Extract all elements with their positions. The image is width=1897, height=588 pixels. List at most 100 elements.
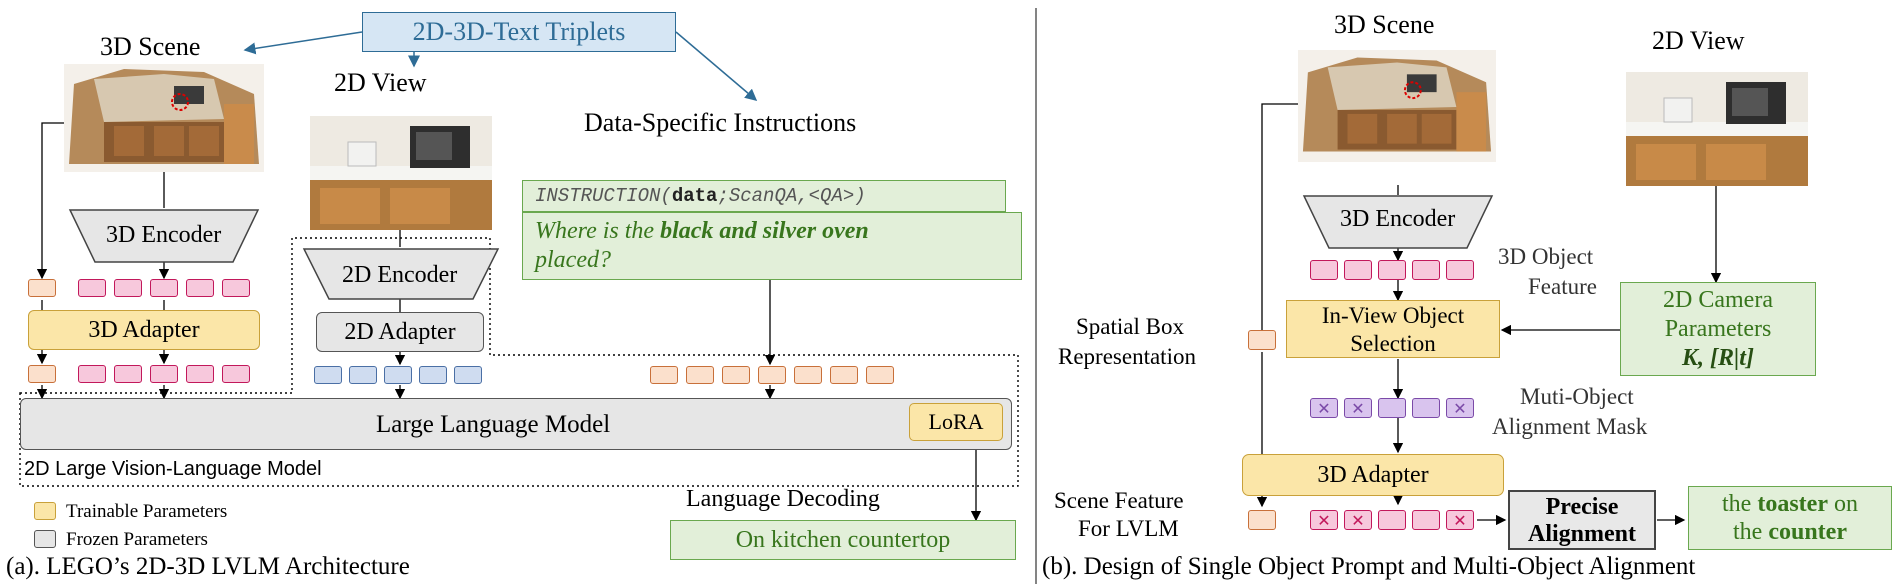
spatial-line2: Representation (1058, 344, 1196, 369)
camera-line2: Parameters (1664, 316, 1772, 342)
feature-token (650, 366, 678, 384)
triplet-to-instructions-arrow (675, 31, 758, 101)
instruction-data: data (671, 185, 718, 207)
question-box: Where is the black and silver oven place… (522, 212, 1022, 280)
triplets-label: 2D-3D-Text Triplets (412, 17, 626, 46)
adapter-3d-left: 3D Adapter (28, 310, 260, 350)
instructions-label: Data-Specific Instructions (584, 108, 857, 137)
feature-token (114, 279, 142, 297)
feature-token: ✕ (1310, 510, 1338, 530)
feature-token: ✕ (1446, 398, 1474, 418)
instruction-header-box: INSTRUCTION(data;ScanQA,<QA>) (522, 180, 1006, 212)
triplet-to-scene-arrow (243, 31, 363, 55)
object-feature-line1: 3D Object (1498, 244, 1594, 269)
caption-right: (b). Design of Single Object Prompt and … (1042, 553, 1696, 580)
selection-box: In-View Object Selection (1286, 300, 1500, 358)
encoder-2d-left (302, 248, 500, 300)
legend-trainable-label: Trainable Parameters (66, 501, 228, 522)
precise-alignment-box: Precise Alignment (1508, 490, 1656, 550)
scene-label-left: 3D Scene (100, 32, 201, 61)
feature-token (314, 366, 342, 384)
feature-token (384, 366, 412, 384)
scene-label-right: 3D Scene (1334, 10, 1435, 39)
feature-token (1378, 510, 1406, 530)
view-image-left (310, 116, 492, 230)
view-label-left: 2D View (334, 68, 427, 97)
feature-token: ✕ (1344, 398, 1372, 418)
feature-token (78, 365, 106, 383)
lvlm-dotted-region (19, 237, 1019, 487)
encoder-3d-right-label: 3D Encoder (1340, 206, 1456, 232)
feature-token (1378, 260, 1406, 280)
lora-label: LoRA (928, 409, 984, 434)
feature-token (186, 365, 214, 383)
feature-token (150, 279, 178, 297)
llm-box: Large Language Model LoRA (20, 398, 1012, 450)
lora-box: LoRA (909, 403, 1003, 441)
feature-token (686, 366, 714, 384)
feature-token (866, 366, 894, 384)
instruction-suffix: ;ScanQA,<QA>) (717, 185, 866, 207)
legend-frozen-swatch (34, 530, 56, 548)
adapter-3d-right: 3D Adapter (1242, 454, 1504, 496)
feature-token (114, 365, 142, 383)
feature-token (830, 366, 858, 384)
legend-frozen-label: Frozen Parameters (66, 529, 208, 550)
feature-token (222, 279, 250, 297)
box-token (28, 365, 56, 383)
feature-token: ✕ (1344, 510, 1372, 530)
question-part2: placed? (535, 247, 611, 273)
answer-label: On kitchen countertop (735, 526, 951, 553)
answer-on: on (1827, 491, 1858, 517)
box-token (1248, 510, 1276, 530)
lvlm-label: 2D Large Vision-Language Model (24, 458, 322, 480)
scene-image-left (64, 64, 264, 172)
feature-token (349, 366, 377, 384)
selection-line2: Selection (1350, 331, 1436, 356)
adapter-3d-left-label: 3D Adapter (88, 316, 200, 343)
feature-token (1412, 260, 1440, 280)
encoder-3d-left (68, 209, 260, 263)
legend-trainable-swatch (34, 502, 56, 520)
feature-token: ✕ (1446, 510, 1474, 530)
feature-token (419, 366, 447, 384)
precise-line2: Alignment (1528, 521, 1636, 547)
box-token (1248, 330, 1276, 350)
adapter-2d-left: 2D Adapter (316, 312, 484, 352)
adapter-3d-right-label: 3D Adapter (1317, 461, 1429, 488)
scene-feature-line1: Scene Feature (1054, 488, 1184, 513)
caption-left: (a). LEGO’s 2D-3D LVLM Architecture (6, 553, 410, 580)
adapter-2d-left-label: 2D Adapter (344, 318, 456, 345)
decoding-label: Language Decoding (686, 486, 880, 512)
feature-token (186, 279, 214, 297)
object-feature-line2: Feature (1528, 274, 1597, 299)
feature-token (1344, 260, 1372, 280)
answer-the-1: the (1722, 491, 1758, 517)
feature-token (758, 366, 786, 384)
feature-token (1378, 398, 1406, 418)
precise-line1: Precise (1545, 494, 1619, 520)
camera-formula: K, [R|t] (1682, 345, 1754, 371)
feature-token: ✕ (1310, 398, 1338, 418)
mask-line1: Muti-Object (1520, 384, 1634, 409)
feature-token (454, 366, 482, 384)
question-bold: black and silver oven (660, 218, 869, 244)
answer-counter: counter (1768, 519, 1847, 545)
feature-token (722, 366, 750, 384)
selection-line1: In-View Object (1321, 303, 1465, 328)
toaster-answer-box: the toaster on the counter (1688, 486, 1892, 550)
feature-token (150, 365, 178, 383)
encoder-3d-left-label: 3D Encoder (106, 222, 222, 248)
answer-box: On kitchen countertop (670, 520, 1016, 560)
feature-token (1446, 260, 1474, 280)
answer-the-2: the (1733, 519, 1769, 545)
llm-label: Large Language Model (376, 411, 611, 438)
feature-token (794, 366, 822, 384)
mask-line2: Alignment Mask (1492, 414, 1648, 439)
feature-token (1412, 398, 1440, 418)
scene-feature-line2: For LVLM (1078, 516, 1179, 541)
answer-toaster: toaster (1757, 491, 1828, 517)
feature-token (222, 365, 250, 383)
encoder-3d-right (1302, 195, 1494, 249)
encoder-2d-left-label: 2D Encoder (342, 262, 458, 288)
